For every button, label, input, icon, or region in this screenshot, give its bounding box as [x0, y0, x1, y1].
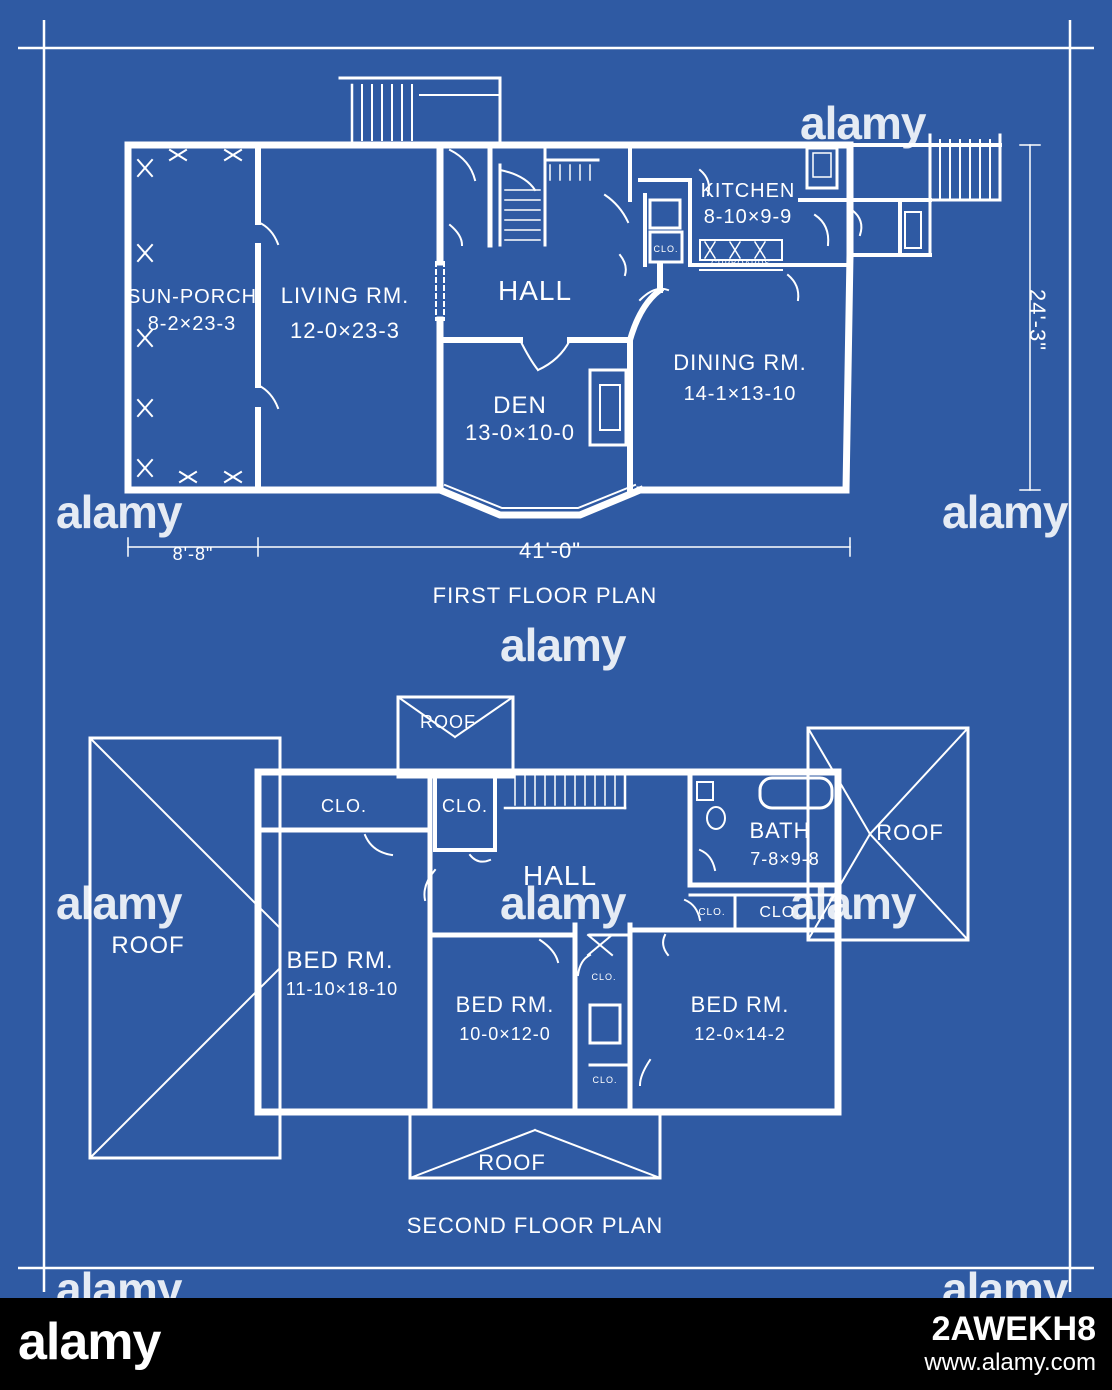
closet-label-left: CLO. [321, 796, 367, 816]
stock-footer-bar: alamy 2AWEKH8 www.alamy.com [0, 1298, 1112, 1390]
watermark-bottom-left: alamy [56, 1263, 182, 1298]
watermark-top: alamy [800, 97, 926, 149]
watermark-lower-center: alamy [500, 877, 626, 929]
closet-label-stair: CLO. [442, 796, 488, 816]
first-floor-plan [124, 76, 1041, 557]
footer-info: 2AWEKH8 www.alamy.com [924, 1310, 1096, 1378]
first-floor-caption: FIRST FLOOR PLAN [433, 583, 658, 608]
footer-url[interactable]: www.alamy.com [924, 1349, 1096, 1376]
floor-plan-drawing: SUN-PORCH 8-2×23-3 LIVING RM. 12-0×23-3 … [18, 20, 1094, 1292]
den-label: DEN [493, 392, 547, 419]
footer-image-id: 2AWEKH8 [931, 1310, 1096, 1348]
closet-label-mid-b: CLO. [592, 1075, 617, 1085]
first-floor-labels: SUN-PORCH 8-2×23-3 LIVING RM. 12-0×23-3 … [127, 180, 1050, 608]
overall-width-dimension: 41'-0" [519, 538, 581, 563]
blueprint-sheet: SUN-PORCH 8-2×23-3 LIVING RM. 12-0×23-3 … [0, 0, 1112, 1298]
dining-room-size: 14-1×13-10 [684, 383, 797, 405]
watermark-mid-left: alamy [56, 486, 182, 538]
cupboards-label: CUPBOARDS [711, 259, 771, 268]
kitchen-size: 8-10×9-9 [704, 206, 793, 228]
watermark-lower-right: alamy [790, 877, 916, 929]
second-floor-labels: ROOF ROOF ROOF ROOF CLO. CLO. HALL BATH … [111, 712, 944, 1238]
bedroom2-size: 10-0×12-0 [459, 1024, 551, 1044]
closet-label-mid-a: CLO. [591, 972, 616, 982]
sunporch-label: SUN-PORCH [127, 286, 257, 308]
dining-room-label: DINING RM. [673, 350, 806, 375]
living-room-size: 12-0×23-3 [290, 318, 400, 343]
sheet-border [18, 20, 1094, 1292]
bedroom3-size: 12-0×14-2 [694, 1024, 786, 1044]
second-hall-label: HALL [523, 860, 597, 891]
bedroom1-size: 11-10×18-10 [286, 979, 398, 999]
overall-depth-dimension: 24'-3" [1025, 289, 1050, 351]
bedroom2-label: BED RM. [456, 992, 555, 1017]
first-hall-label: HALL [498, 275, 572, 306]
kitchen-label: KITCHEN [701, 180, 796, 202]
living-room-label: LIVING RM. [281, 283, 410, 308]
bath-label: BATH [749, 818, 810, 843]
den-size: 13-0×10-0 [465, 420, 575, 445]
watermark-lower-left: alamy [56, 877, 182, 929]
closet-label-bath-a: CLO. [698, 907, 725, 918]
watermark-mid-right: alamy [942, 486, 1068, 538]
roof-label-right: ROOF [876, 820, 944, 845]
kitchen-clo-label: CLO. [653, 244, 678, 254]
footer-logo[interactable]: alamy [18, 1313, 161, 1371]
watermark-bottom-right: alamy [942, 1263, 1068, 1298]
bath-size: 7-8×9-8 [750, 849, 820, 869]
roof-label-top: ROOF [420, 712, 476, 732]
bedroom1-label: BED RM. [286, 947, 393, 974]
roof-label-left: ROOF [111, 932, 184, 959]
second-floor-plan [88, 695, 970, 1180]
watermark-mid-center: alamy [500, 619, 626, 671]
second-floor-caption: SECOND FLOOR PLAN [407, 1213, 664, 1238]
roof-label-bottom: ROOF [478, 1150, 546, 1175]
bedroom3-label: BED RM. [691, 992, 790, 1017]
sunporch-size: 8-2×23-3 [148, 313, 237, 335]
porch-width-dimension: 8'-8" [173, 544, 214, 564]
closet-label-bath-b: CLO. [759, 904, 800, 921]
